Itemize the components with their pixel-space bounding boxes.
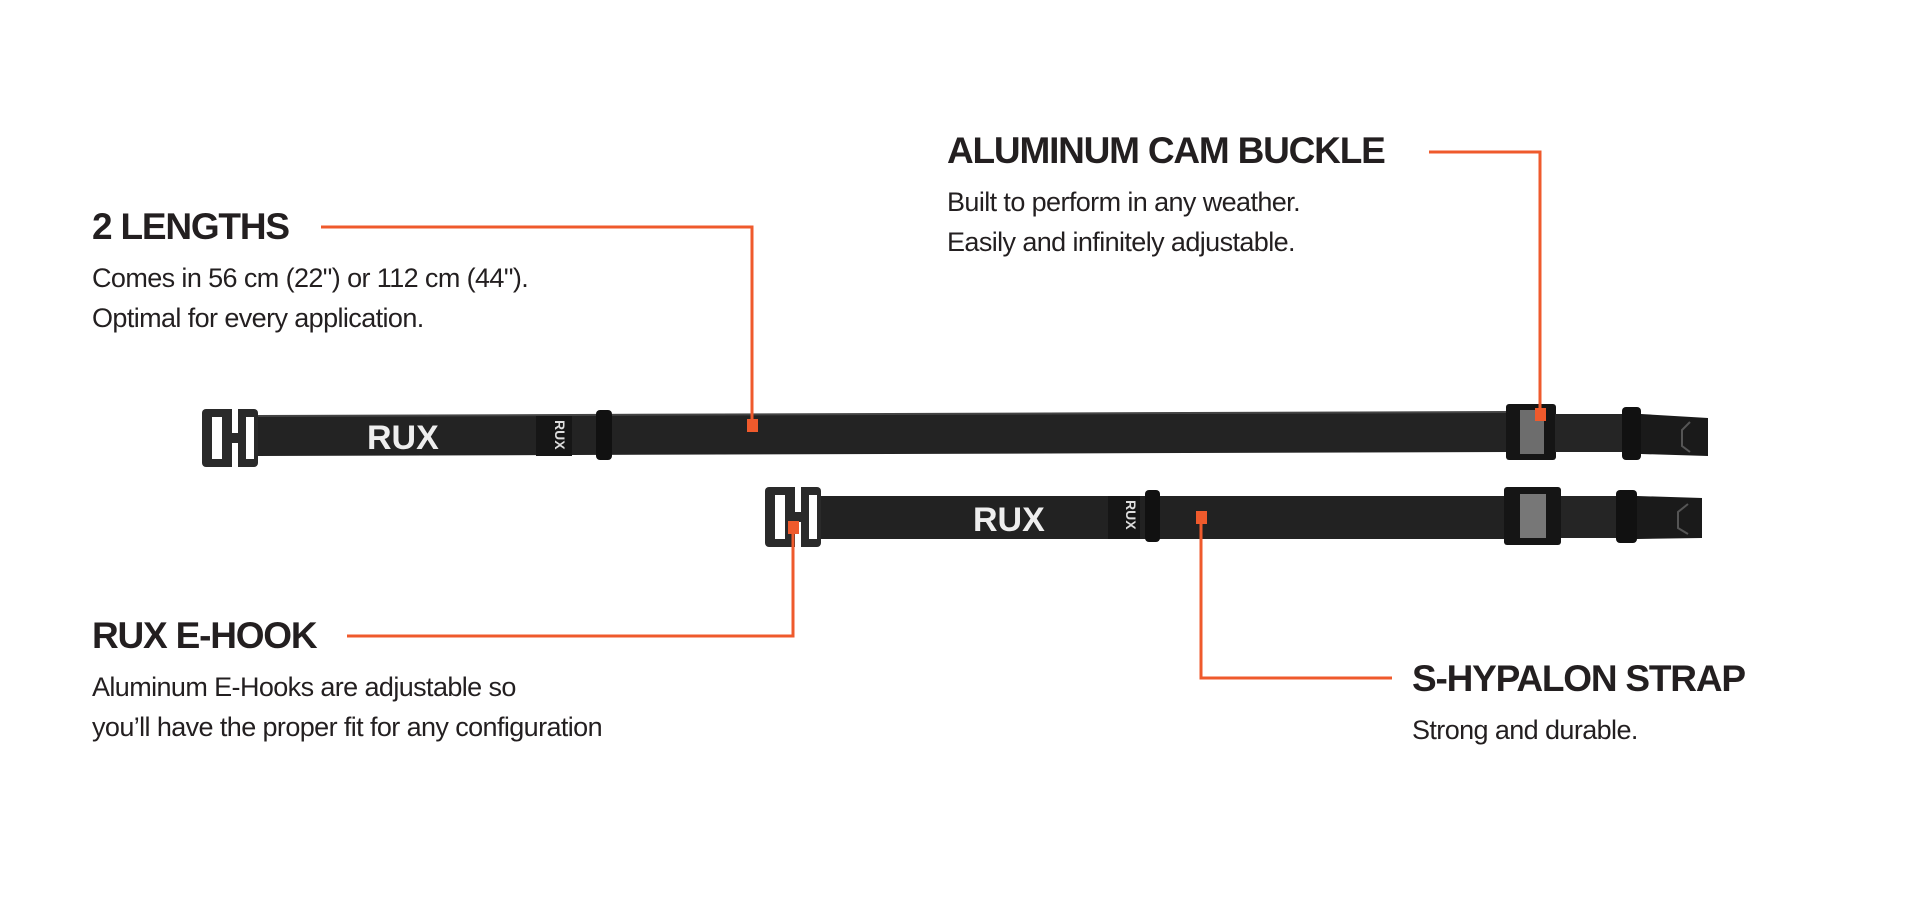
callout-line: Easily and infinitely adjustable. — [947, 227, 1296, 257]
e-hook-icon — [765, 487, 821, 547]
keeper-icon — [1145, 490, 1160, 542]
leader-lines — [321, 150, 1542, 680]
callout-line: Built to perform in any weather. — [947, 187, 1301, 217]
leader-e-hook — [347, 527, 795, 638]
callout-title: RUX E-HOOK — [92, 615, 318, 656]
rux-logo: RUX — [973, 501, 1045, 539]
callout-title: ALUMINUM CAM BUCKLE — [947, 130, 1386, 171]
rux-tag-logo: RUX — [552, 420, 568, 450]
callout-strap: S-HYPALON STRAP Strong and durable. — [1412, 658, 1746, 750]
callout-cam-buckle: ALUMINUM CAM BUCKLE Built to perform in … — [947, 130, 1386, 262]
rux-logo: RUX — [367, 419, 439, 457]
marker-cam-buckle — [1535, 408, 1546, 421]
callout-line: Aluminum E-Hooks are adjustable so — [92, 672, 516, 702]
cam-buckle-icon — [1504, 487, 1561, 545]
callout-line: Optimal for every application. — [92, 303, 424, 333]
leader-strap — [1199, 517, 1392, 680]
e-hook-icon — [202, 409, 258, 467]
callout-title: 2 LENGTHS — [92, 206, 290, 247]
leader-lengths — [321, 225, 754, 425]
rux-tag-logo: RUX — [1123, 500, 1139, 530]
cam-buckle-icon — [1506, 404, 1556, 460]
callout-line: you’ll have the proper fit for any confi… — [92, 712, 603, 742]
short-strap: RUX RUX — [765, 487, 1702, 547]
callout-e-hook: RUX E-HOOK Aluminum E-Hooks are adjustab… — [92, 615, 603, 747]
keeper-icon — [596, 410, 612, 460]
long-strap: RUX RUX — [202, 404, 1708, 467]
leader-cam-buckle — [1429, 150, 1542, 414]
callout-lengths: 2 LENGTHS Comes in 56 cm (22") or 112 cm… — [92, 206, 529, 338]
callout-line: Comes in 56 cm (22") or 112 cm (44"). — [92, 263, 529, 293]
marker-strap — [1196, 511, 1207, 524]
callout-title: S-HYPALON STRAP — [1412, 658, 1746, 699]
marker-lengths — [747, 419, 758, 432]
callout-line: Strong and durable. — [1412, 715, 1638, 745]
marker-e-hook — [788, 521, 799, 534]
